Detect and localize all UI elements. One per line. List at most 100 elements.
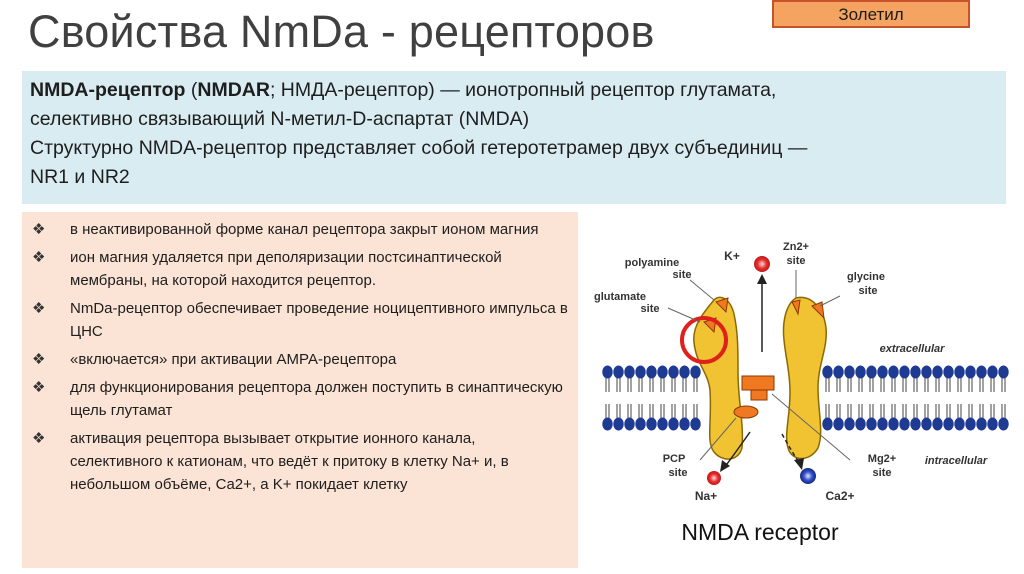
intracellular-label: intracellular — [925, 455, 988, 467]
ca-ion — [800, 468, 816, 484]
diamond-bullet-icon: ❖ — [32, 221, 46, 238]
list-item-text: активация рецептора вызывает открытие ио… — [70, 430, 509, 493]
polyamine-pointer — [689, 279, 715, 301]
lipid-head — [932, 417, 943, 431]
lipid-head — [976, 365, 987, 379]
list-item: ❖ NmDa-рецептор обеспечивает проведение н… — [32, 297, 568, 343]
lipid-head — [866, 417, 877, 431]
list-item-text: NmDa-рецептор обеспечивает проведение но… — [70, 300, 568, 340]
list-item: ❖в неактивированной форме канал рецептор… — [32, 218, 568, 241]
pcp-label: PCP — [663, 453, 686, 465]
lipid-head — [624, 365, 635, 379]
lipid-head — [844, 417, 855, 431]
lipid-head — [899, 417, 910, 431]
definition-line-2: селективно связывающий N-метил-D-аспарта… — [30, 108, 530, 130]
zn-site-shape — [791, 299, 801, 316]
pcp-pointer — [699, 417, 737, 461]
lipid-bilayer — [602, 365, 1009, 431]
definition-box: NMDA-рецептор (NMDAR; НМДА-рецептор) — и… — [22, 71, 1006, 204]
lipid-head — [602, 365, 613, 379]
lipid-head — [888, 417, 899, 431]
lipid-head — [910, 417, 921, 431]
list-item: ❖ «включается» при активации АМРА-рецепто… — [32, 348, 568, 371]
diamond-bullet-icon: ❖ — [32, 249, 46, 266]
receptor-subunit-left — [693, 296, 744, 460]
diagram-caption: NMDA receptor — [681, 519, 839, 545]
diamond-bullet-icon: ❖ — [32, 300, 46, 317]
lipid-head — [668, 417, 679, 431]
definition-line-1: NMDA-рецептор (NMDAR; НМДА-рецептор) — и… — [30, 76, 998, 105]
polyamine-label-2: site — [673, 269, 692, 281]
na-ion — [707, 471, 721, 485]
zn-label-2: site — [787, 255, 806, 267]
ca-label: Ca2+ — [825, 489, 854, 503]
properties-list: ❖в неактивированной форме канал рецептор… — [32, 218, 568, 496]
definition-line-3: Структурно NMDA-рецептор представляет со… — [30, 137, 808, 159]
glycine-pointer — [819, 295, 841, 307]
glutamate-label: glutamate — [594, 291, 646, 303]
definition-paren: ( — [185, 79, 198, 101]
lipid-head — [998, 417, 1009, 431]
lipid-head — [921, 365, 932, 379]
definition-term: NMDA-рецептор — [30, 79, 186, 101]
lipid-head — [943, 417, 954, 431]
lipid-head — [646, 417, 657, 431]
lipid-head — [987, 365, 998, 379]
mg-label: Mg2+ — [868, 453, 896, 465]
list-item-text: для функционирования рецептора должен по… — [70, 379, 563, 419]
na-arrowhead — [720, 460, 730, 472]
lipid-head — [877, 417, 888, 431]
diamond-bullet-icon: ❖ — [32, 379, 46, 396]
lipid-head — [657, 417, 668, 431]
lipid-head — [866, 365, 877, 379]
slide-title: Свойства NmDa - рецепторов — [28, 6, 655, 57]
lipid-head — [635, 417, 646, 431]
lipid-head — [954, 365, 965, 379]
list-item-text: «включается» при активации АМРА-рецептор… — [70, 351, 397, 368]
lipid-head — [921, 417, 932, 431]
list-item: ❖ для функционирования рецептора должен п… — [32, 376, 568, 422]
lipid-head — [822, 365, 833, 379]
definition-line-1-rest: ; НМДА-рецептор) — ионотропный рецептор … — [269, 79, 777, 101]
lipid-head — [833, 417, 844, 431]
na-label: Na+ — [695, 489, 717, 503]
lipid-head — [690, 417, 701, 431]
lipid-head — [855, 417, 866, 431]
lipid-head — [657, 365, 668, 379]
lipid-head — [910, 365, 921, 379]
lipid-head — [976, 417, 987, 431]
list-item: ❖ активация рецептора вызывает открытие и… — [32, 427, 568, 496]
list-item: ❖ион магния удаляется при деполяризации … — [32, 246, 568, 292]
lipid-head — [679, 417, 690, 431]
glutamate-label-2: site — [641, 303, 660, 315]
glutamate-pointer — [667, 307, 701, 323]
ca-arrowhead — [794, 458, 804, 470]
diamond-bullet-icon: ❖ — [32, 351, 46, 368]
mg-label-2: site — [873, 467, 892, 479]
glycine-label-2: site — [859, 285, 878, 297]
lipid-head — [679, 365, 690, 379]
polyamine-site-shape — [715, 297, 729, 314]
lipid-head — [932, 365, 943, 379]
lipid-head — [855, 365, 866, 379]
lipid-head — [844, 365, 855, 379]
definition-abbr: NMDAR — [197, 79, 270, 101]
ca-influx-arrow — [781, 433, 801, 465]
pcp-label-2: site — [669, 467, 688, 479]
k-ion-label: K+ — [724, 249, 740, 263]
pcp-site-shape — [733, 405, 759, 419]
k-ion — [754, 256, 770, 272]
diamond-bullet-icon: ❖ — [32, 430, 46, 447]
mg-site-shape — [741, 375, 775, 391]
lipid-head — [833, 365, 844, 379]
lipid-head — [965, 365, 976, 379]
mg-pointer — [771, 393, 851, 461]
lipid-head — [899, 365, 910, 379]
nmda-receptor-diagram: polyamine site K+ Zn2+ site glycine site… — [594, 241, 1009, 545]
lipid-head — [888, 365, 899, 379]
lipid-head — [943, 365, 954, 379]
definition-line-4: NR1 и NR2 — [30, 166, 130, 188]
lipid-head — [965, 417, 976, 431]
zoletil-tag: Золетил — [772, 0, 970, 28]
polyamine-label: polyamine — [625, 257, 679, 269]
